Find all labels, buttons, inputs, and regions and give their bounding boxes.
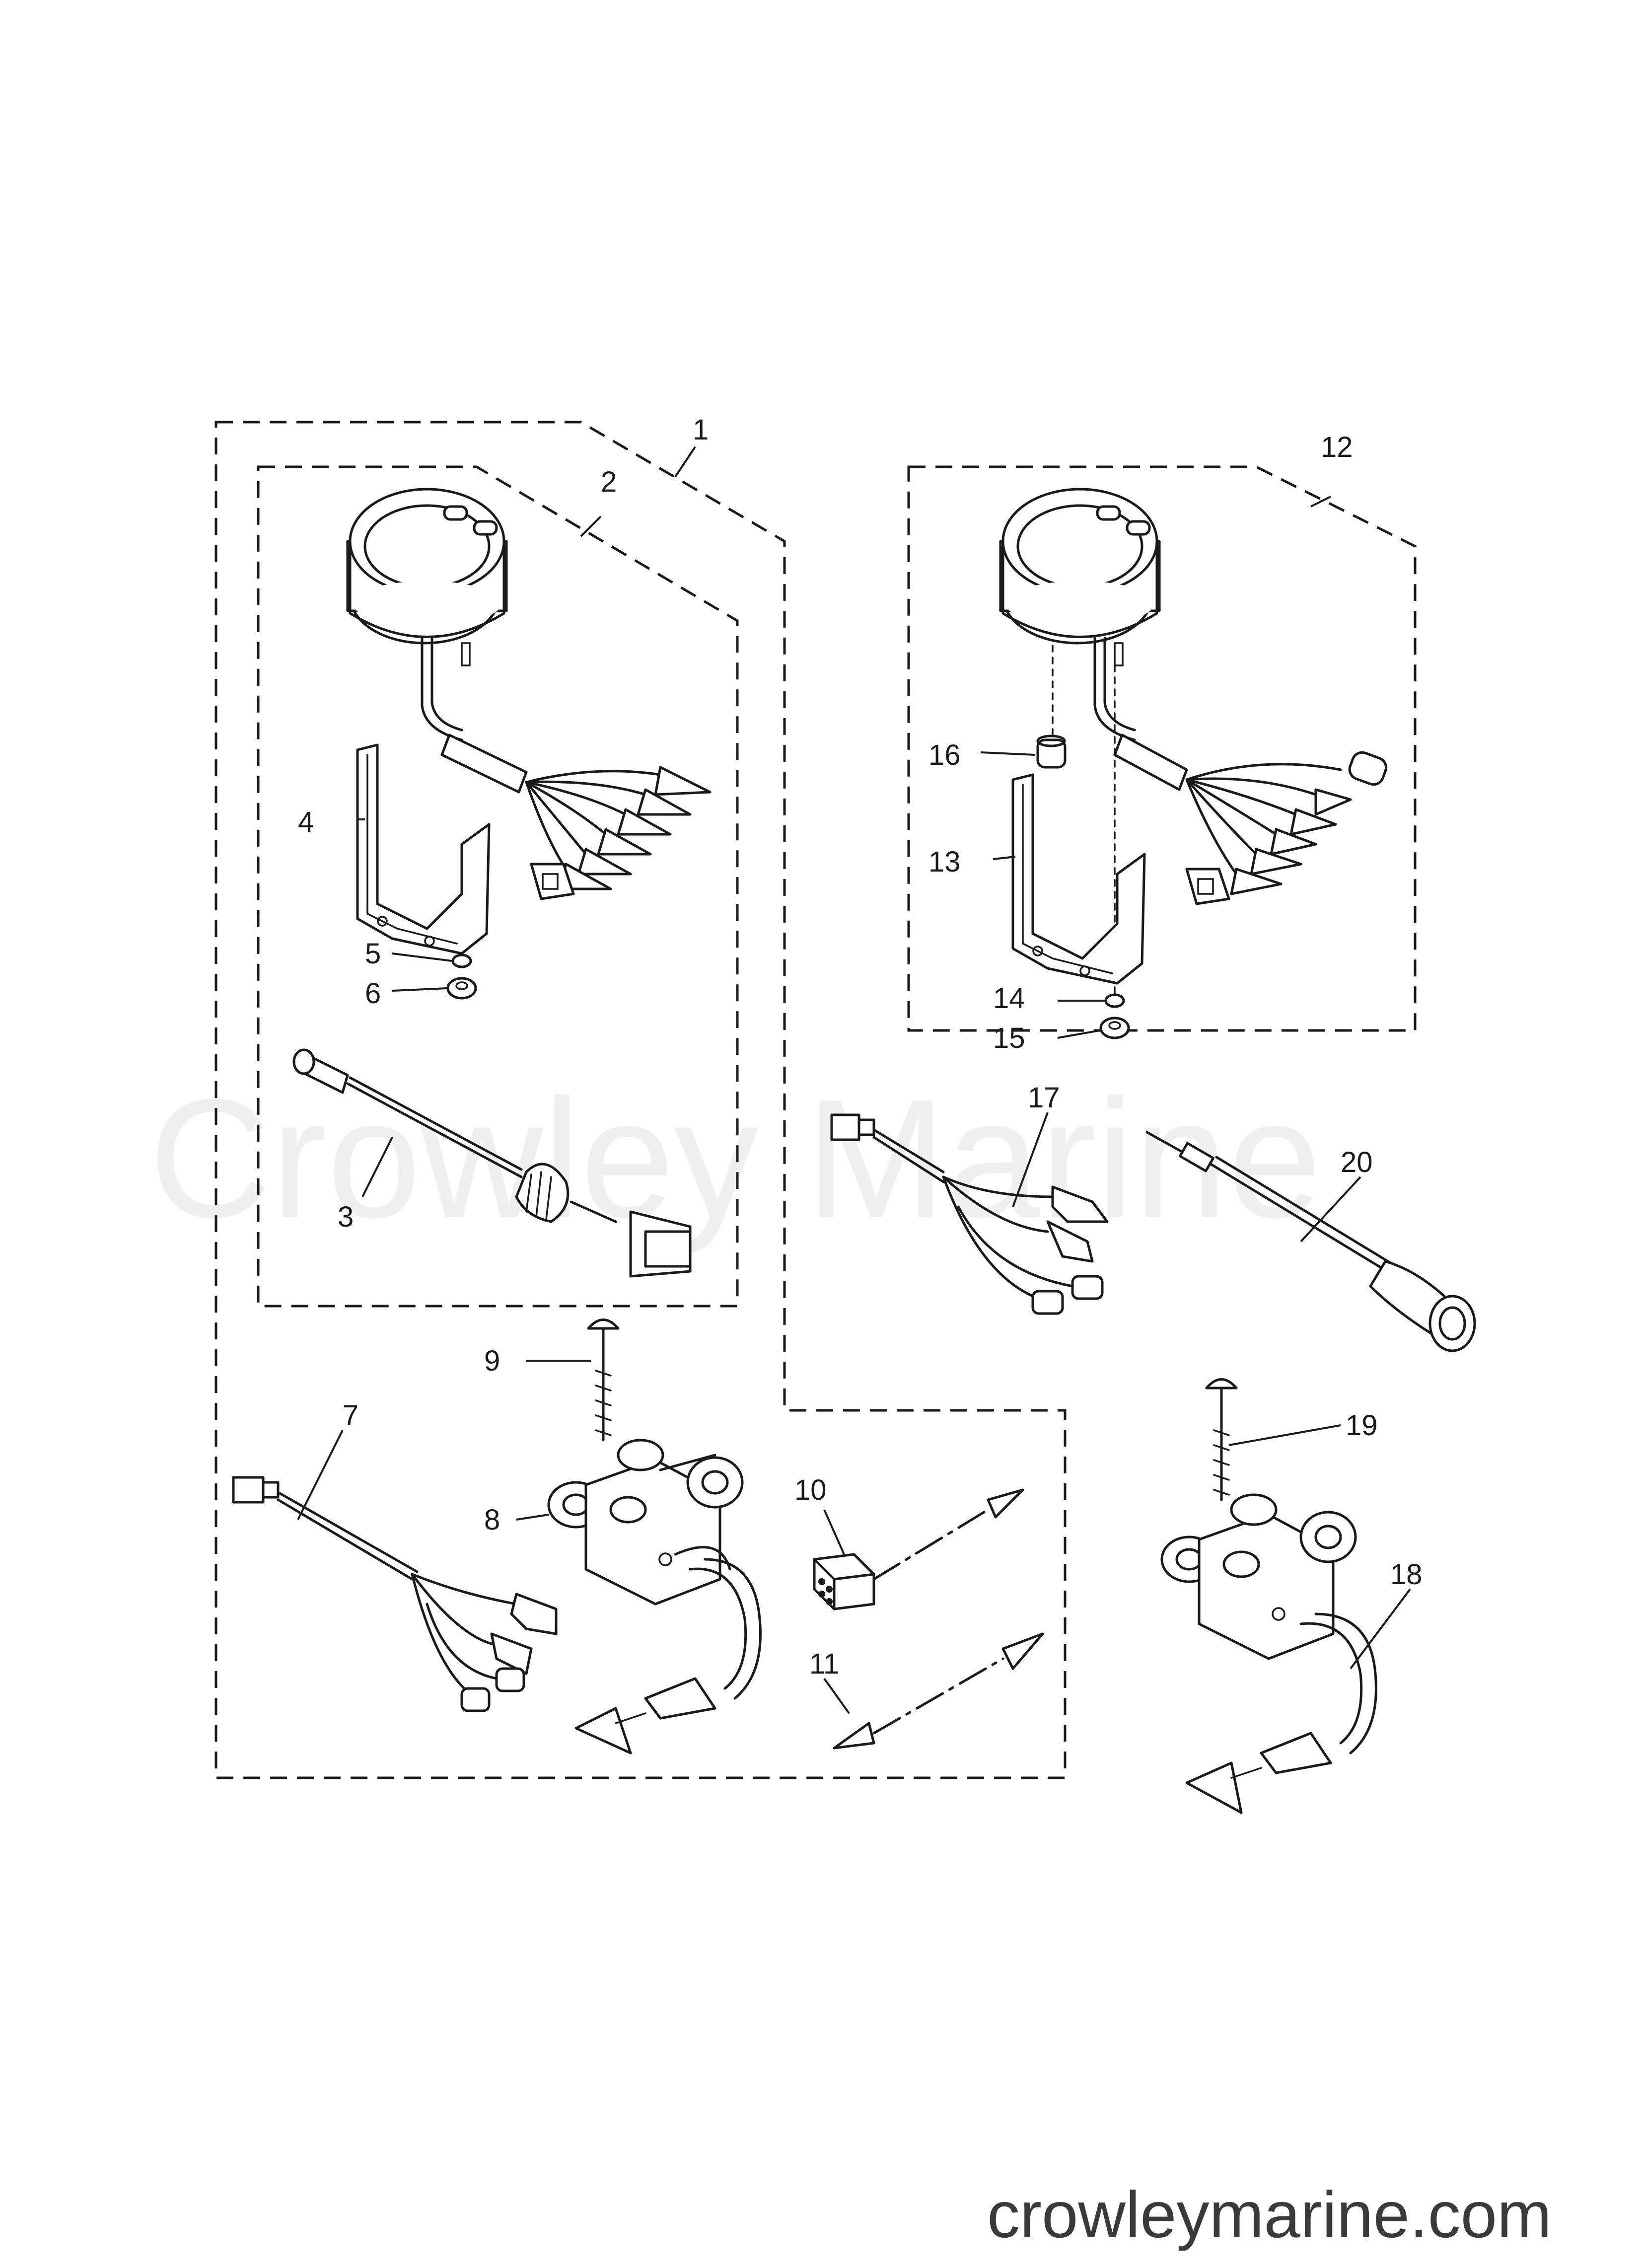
callout-19: 19 bbox=[1346, 1409, 1378, 1442]
y-harness-7 bbox=[232, 1476, 558, 1712]
wire-harness-2 bbox=[440, 733, 712, 900]
screw-9 bbox=[587, 1318, 620, 1442]
gauge-meter-12 bbox=[999, 488, 1161, 994]
callout-17: 17 bbox=[1028, 1082, 1060, 1114]
speed-cable-20 bbox=[1145, 1131, 1476, 1352]
screw-19 bbox=[1205, 1378, 1238, 1501]
callout-6: 6 bbox=[365, 977, 381, 1010]
callout-9: 9 bbox=[484, 1345, 500, 1377]
callout-3: 3 bbox=[338, 1201, 354, 1233]
callout-16: 16 bbox=[928, 739, 961, 771]
sensor-cable-3 bbox=[292, 1048, 692, 1278]
group-outline-12 bbox=[907, 465, 1417, 1032]
callout-8: 8 bbox=[484, 1504, 500, 1536]
lock-washer-14 bbox=[1104, 993, 1125, 1008]
gauge-meter-2 bbox=[346, 488, 508, 741]
site-url: crowleymarine.com bbox=[987, 2178, 1552, 2251]
sensor-unit-18 bbox=[1160, 1493, 1377, 1814]
callout-10: 10 bbox=[794, 1474, 827, 1506]
cap-16 bbox=[1036, 734, 1067, 769]
connector-10 bbox=[813, 1488, 1024, 1610]
nut-6 bbox=[446, 977, 477, 1000]
bracket-13 bbox=[1011, 773, 1146, 985]
callout-5: 5 bbox=[365, 938, 381, 970]
callout-7: 7 bbox=[343, 1399, 358, 1432]
callout-20: 20 bbox=[1341, 1146, 1373, 1178]
bracket-4 bbox=[356, 743, 491, 955]
nut-15 bbox=[1099, 1017, 1130, 1039]
callout-2: 2 bbox=[601, 466, 617, 498]
group-outline-1 bbox=[214, 421, 1067, 1779]
callout-15: 15 bbox=[993, 1022, 1025, 1054]
y-harness-17 bbox=[830, 1113, 1109, 1315]
callout-1: 1 bbox=[693, 414, 709, 446]
callout-14: 14 bbox=[993, 982, 1025, 1015]
watermark-text: Crowley Marine bbox=[149, 1064, 1322, 1253]
callout-13: 13 bbox=[928, 846, 961, 878]
leader-lines bbox=[297, 446, 1411, 1714]
group-outline-2 bbox=[257, 465, 739, 1308]
callout-12: 12 bbox=[1321, 431, 1353, 463]
callout-4: 4 bbox=[298, 806, 314, 838]
wire-harness-12 bbox=[1113, 733, 1387, 905]
callout-18: 18 bbox=[1390, 1558, 1423, 1591]
terminal-11 bbox=[833, 1632, 1044, 1750]
callout-11: 11 bbox=[809, 1648, 839, 1680]
sensor-unit-8 bbox=[547, 1439, 762, 1755]
lock-washer-5 bbox=[451, 953, 472, 968]
